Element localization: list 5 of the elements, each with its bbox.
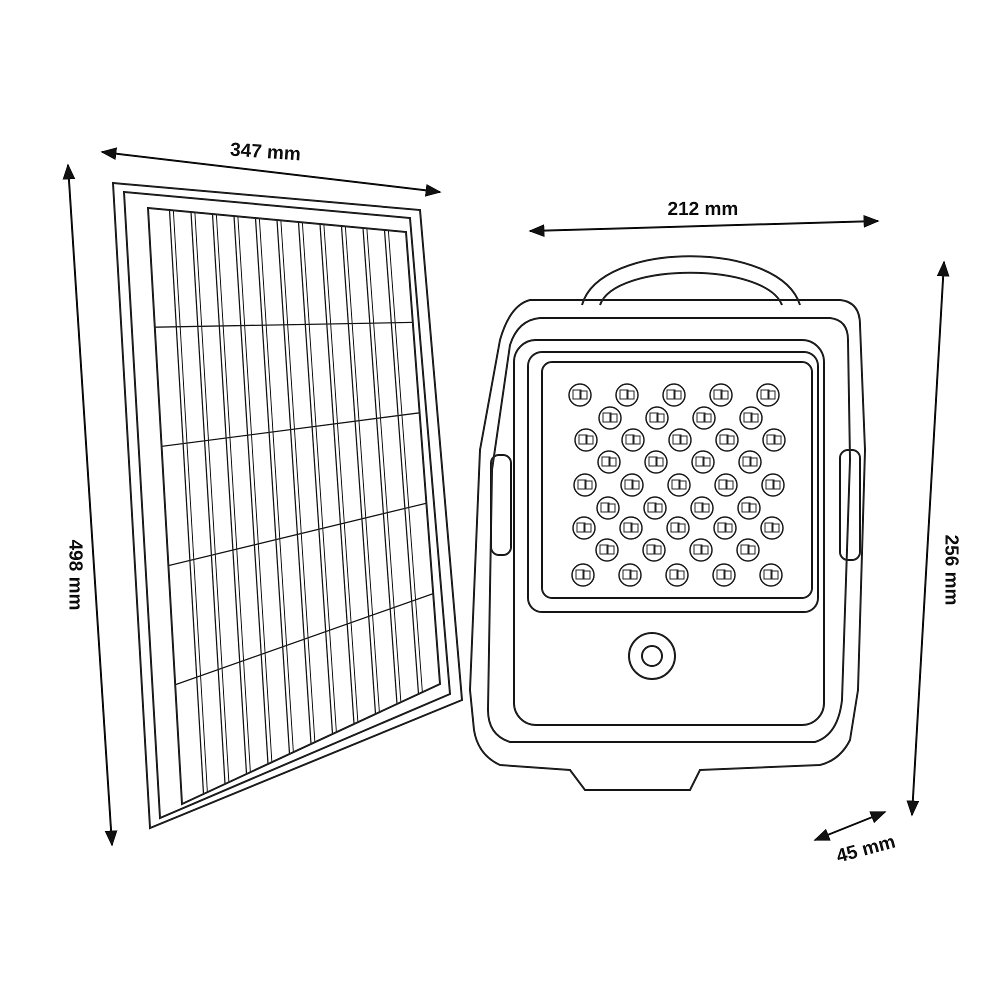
dimension-label: 256 mm xyxy=(938,534,961,606)
dimension-label: 212 mm xyxy=(668,199,738,221)
dimension-label: 45 mm xyxy=(834,832,898,868)
dimension-label: 347 mm xyxy=(228,140,301,166)
dimension-label: 498 mm xyxy=(62,540,85,610)
